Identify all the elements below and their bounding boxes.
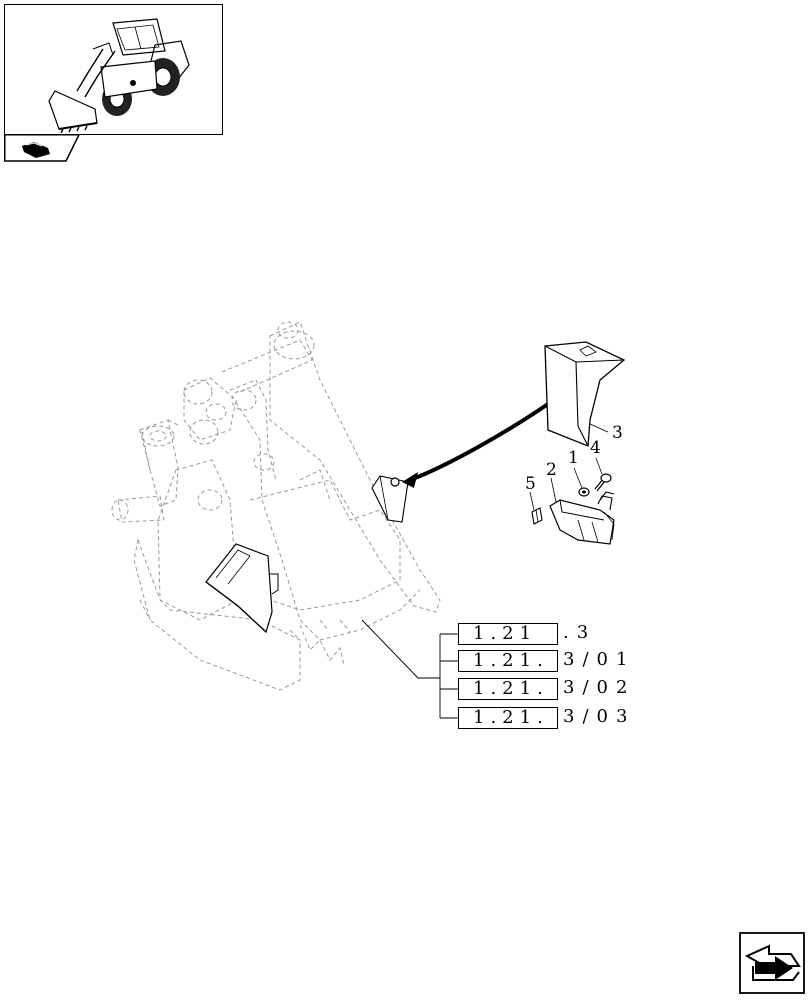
callout-4: 4 xyxy=(590,438,601,458)
reference-suffix: 3/03 xyxy=(563,706,636,727)
part-4-bolt xyxy=(594,473,612,492)
thumbnail-frame xyxy=(4,4,223,135)
reference-suffix: .3 xyxy=(563,622,597,643)
part-2-bracket xyxy=(549,491,615,545)
assembly-arrow xyxy=(409,402,550,482)
callout-2: 2 xyxy=(546,460,557,480)
installed-bracket xyxy=(371,475,409,523)
callout-3: 3 xyxy=(612,423,623,443)
loader-frame-phantom xyxy=(111,321,441,691)
reference-code-box[interactable]: 1.21. xyxy=(458,678,558,700)
leader-4 xyxy=(595,457,603,475)
part-3-cover xyxy=(544,341,626,447)
part-1-washer xyxy=(578,487,590,497)
reference-suffix: 3/01 xyxy=(563,649,636,670)
reference-code-box[interactable]: 1.21 xyxy=(458,623,558,645)
thumbnail-tab xyxy=(4,134,80,162)
wheel-loader-icon xyxy=(48,18,190,134)
reference-bracket xyxy=(361,619,458,719)
callout-5: 5 xyxy=(525,474,536,494)
leader-1 xyxy=(573,467,583,489)
next-page-arrow-icon xyxy=(744,944,801,981)
leader-3 xyxy=(589,423,609,433)
assembly-arrow-head xyxy=(402,472,418,488)
reference-code-box[interactable]: 1.21. xyxy=(458,650,558,672)
reference-code-box[interactable]: 1.21. xyxy=(458,707,558,729)
callout-1: 1 xyxy=(568,448,579,468)
leader-5 xyxy=(529,491,535,511)
leader-2 xyxy=(550,477,557,503)
reference-suffix: 3/02 xyxy=(563,677,636,698)
next-page-button[interactable] xyxy=(739,932,805,994)
installed-cover xyxy=(205,543,279,634)
arrow-return-icon xyxy=(22,142,50,158)
part-5-clip xyxy=(531,507,543,525)
